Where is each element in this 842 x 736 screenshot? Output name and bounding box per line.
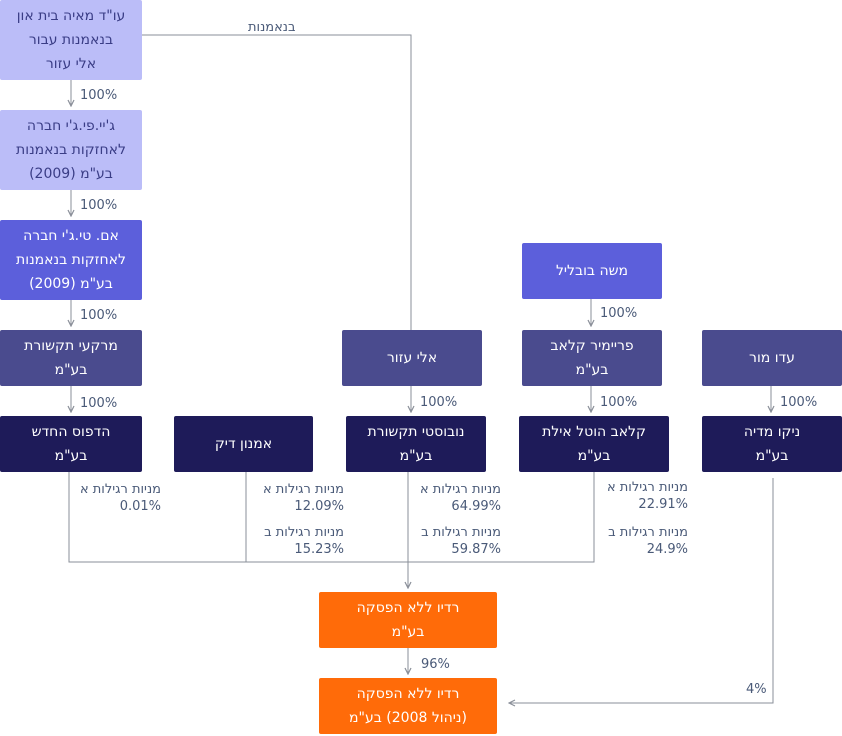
- jpg-holdings-box: ג'יי.פי.ג'י חברה לאחזקות בנאמנות בע"מ (2…: [0, 110, 142, 190]
- trust-link-line: [142, 34, 412, 330]
- amnon-box: אמנון דיק: [174, 416, 313, 472]
- noboosti-shares-a: מניות רגילות א 64.99%: [419, 482, 501, 514]
- radio-management-box: רדיו ללא הפסקה (ניהול 2008) בע"מ: [319, 678, 497, 734]
- pct-eli-noboosti: 100%: [420, 395, 458, 410]
- pct-mtg-markai: 100%: [80, 308, 118, 323]
- pct-niko-mgmt: 4%: [746, 682, 767, 697]
- trustee-box: עו"ד מאיה בית און בנאמנות עבור אלי עזור: [0, 0, 142, 80]
- moshe-box: משה בובליל: [522, 243, 662, 299]
- radio-box: רדיו ללא הפסקה בע"מ: [319, 592, 497, 648]
- pct-jpg-mtg: 100%: [80, 198, 118, 213]
- pct-markai-hadfus: 100%: [80, 396, 118, 411]
- hadfus-shares-a: מניות רגילות א 0.01%: [79, 482, 161, 514]
- club-shares-a: מניות רגילות א 22.91%: [606, 480, 688, 512]
- mtg-holdings-box: אם. טי.ג'י חברה לאחזקות בנאמנות בע"מ (20…: [0, 220, 142, 300]
- noboosti-shares-b: מניות רגילות ב 59.87%: [421, 525, 501, 557]
- pct-premier-club: 100%: [600, 395, 638, 410]
- markai-box: מרקעי תקשורת בע"מ: [0, 330, 142, 386]
- club-shares-b: מניות רגילות ב 24.9%: [608, 525, 688, 557]
- eli-box: אלי עזור: [342, 330, 482, 386]
- club-hotel-box: קלאב הוטל אילת בע"מ: [519, 416, 669, 472]
- pct-trustee-jpg: 100%: [80, 88, 118, 103]
- amnon-shares-a: מניות רגילות א 12.09%: [262, 482, 344, 514]
- pct-ido-niko: 100%: [780, 395, 818, 410]
- trust-label: בנאמנות: [248, 20, 296, 35]
- pct-moshe-premier: 100%: [600, 306, 638, 321]
- premier-box: פריימיר קלאב בע"מ: [522, 330, 662, 386]
- ido-box: עדו מור: [702, 330, 842, 386]
- hadfus-box: הדפוס החדש בע"מ: [0, 416, 142, 472]
- amnon-shares-b: מניות רגילות ב 15.23%: [264, 525, 344, 557]
- hadfus-to-radio-line: [68, 472, 595, 563]
- pct-radio-mgmt: 96%: [421, 657, 450, 672]
- niko-box: ניקו מדיה בע"מ: [702, 416, 842, 472]
- arrow-niko-to-mgmt: [509, 478, 774, 703]
- noboosti-box: נובוסטי תקשורת בע"מ: [346, 416, 486, 472]
